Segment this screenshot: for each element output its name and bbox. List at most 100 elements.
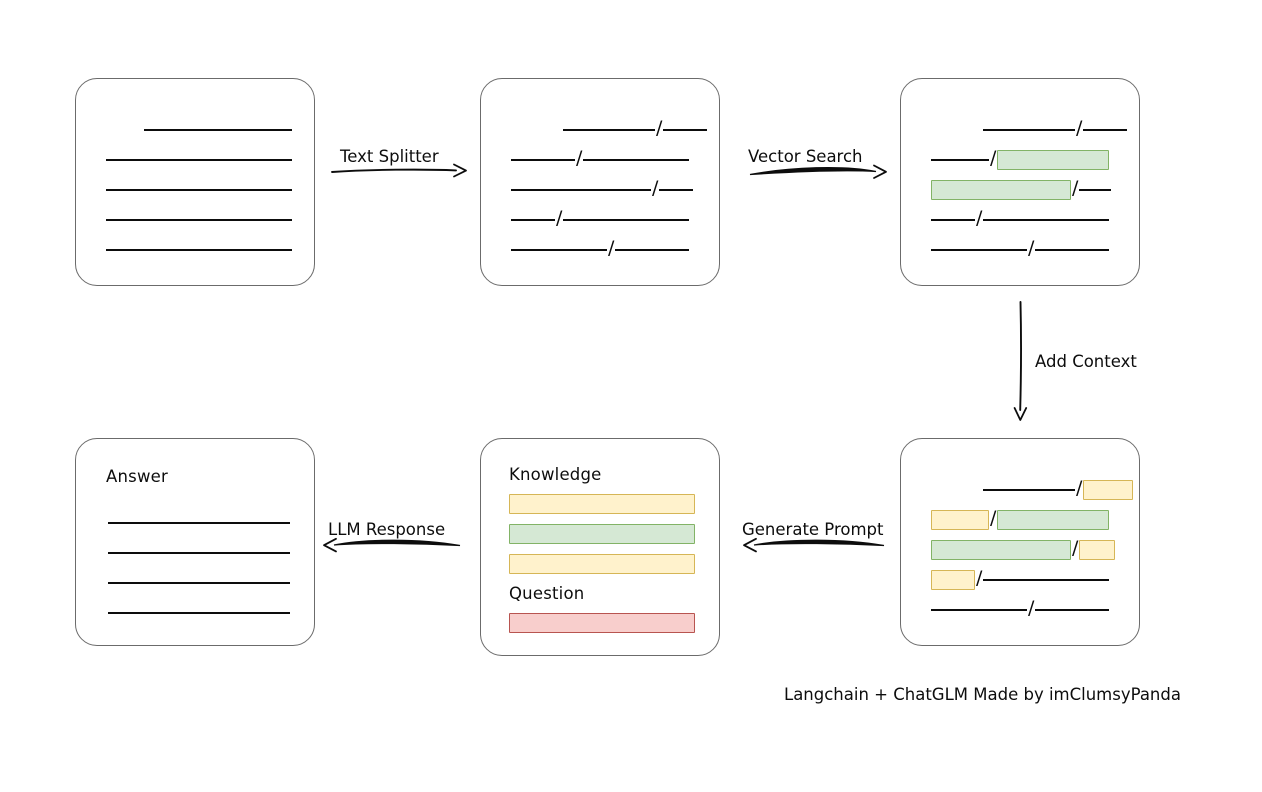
segment-rule [1035,609,1110,611]
segment-slash: / [1028,236,1035,259]
segment-highlight-green [931,540,1071,560]
vector-matched-document-lines: / / / / / [901,79,1139,285]
segment-rule [931,159,989,161]
document-line [108,514,290,532]
answer-lines [76,439,314,645]
document-line: / [511,146,690,169]
segment-slash: / [990,506,997,529]
document-line: / [931,236,1110,259]
document-line [106,151,292,169]
segment-rule [663,129,708,131]
knowledge-label: Knowledge [509,465,602,484]
segment-slash: / [1072,176,1079,199]
edge-text-splitter-label: Text Splitter [340,147,439,166]
segment-slash: / [990,146,997,169]
segment-rule [108,612,290,614]
edge-llm-response-arrow [323,537,461,553]
document-line [144,121,292,139]
segment-rule [108,582,290,584]
segment-rule [511,249,607,251]
edge-text-splitter-arrow [331,163,467,178]
segment-rule [563,129,655,131]
segment-rule [983,129,1075,131]
edge-add-context-arrow [1013,301,1028,421]
document-line [108,574,290,592]
document-line: / [931,176,1112,200]
edge-generate-prompt: Generate Prompt [738,520,888,563]
edge-vector-search: Vector Search [748,147,888,190]
segment-rule [983,579,1110,581]
segment-rule [615,249,690,251]
node-source-document[interactable] [75,78,315,286]
segment-rule [931,249,1027,251]
segment-slash: / [576,146,583,169]
edge-vector-search-label: Vector Search [748,147,863,166]
segment-rule [563,219,690,221]
question-bar-red [509,613,695,633]
split-document-lines: / / / / / [481,79,719,285]
edge-generate-prompt-arrow [743,537,885,553]
segment-rule [511,189,651,191]
node-vector-matched-document[interactable]: / / / / / [900,78,1140,286]
document-line [108,604,290,622]
document-line: / [511,206,690,229]
segment-rule [983,219,1110,221]
segment-slash: / [1028,596,1035,619]
segment-rule [1079,189,1112,191]
document-line: / [931,506,1110,530]
segment-slash: / [1076,116,1083,139]
segment-slash: / [1072,536,1079,559]
node-split-document[interactable]: / / / / / [480,78,720,286]
document-line: / [983,116,1128,139]
document-line: / [511,236,690,259]
question-label: Question [509,584,585,603]
segment-highlight-green [931,180,1071,200]
segment-rule [983,489,1075,491]
segment-rule [1083,129,1128,131]
segment-highlight-yellow [1079,540,1116,560]
segment-rule [108,552,290,554]
segment-slash: / [652,176,659,199]
document-line: / [563,118,708,139]
document-line [106,241,292,259]
document-line: / [931,146,1110,170]
edge-text-splitter: Text Splitter [330,147,467,190]
knowledge-bar-green [509,524,695,544]
diagram-caption: Langchain + ChatGLM Made by imClumsyPand… [784,685,1181,704]
segment-rule [659,189,694,191]
document-line: / [931,206,1110,229]
segment-slash: / [976,206,983,229]
segment-highlight-yellow [1083,480,1134,500]
segment-rule [511,219,555,221]
edge-vector-search-arrow [749,164,887,179]
edge-generate-prompt-label: Generate Prompt [742,520,884,539]
edge-add-context: Add Context [1010,300,1160,422]
source-document-lines [76,79,314,285]
segment-rule [931,219,975,221]
document-line: / [931,596,1110,619]
edge-llm-response-label: LLM Response [328,520,446,539]
knowledge-bar-yellow [509,494,695,514]
edge-llm-response: LLM Response [320,520,461,563]
segment-slash: / [976,566,983,589]
document-line [106,181,292,199]
segment-rule [931,609,1027,611]
document-line: / [931,566,1110,590]
segment-highlight-yellow [931,570,975,590]
document-line: / [511,176,694,199]
segment-rule [144,129,292,131]
node-answer[interactable]: Answer [75,438,315,646]
segment-rule [106,189,292,191]
segment-highlight-yellow [931,510,989,530]
segment-rule [106,249,292,251]
segment-slash: / [556,206,563,229]
document-line: / [931,536,1116,560]
segment-rule [1035,249,1110,251]
segment-slash: / [608,236,615,259]
edge-add-context-label: Add Context [1035,352,1137,371]
context-added-document-lines: ///// [901,439,1139,645]
segment-highlight-green [997,510,1110,530]
node-context-added-document[interactable]: ///// [900,438,1140,646]
node-prompt[interactable]: Knowledge Question [480,438,720,656]
answer-label: Answer [106,467,168,486]
